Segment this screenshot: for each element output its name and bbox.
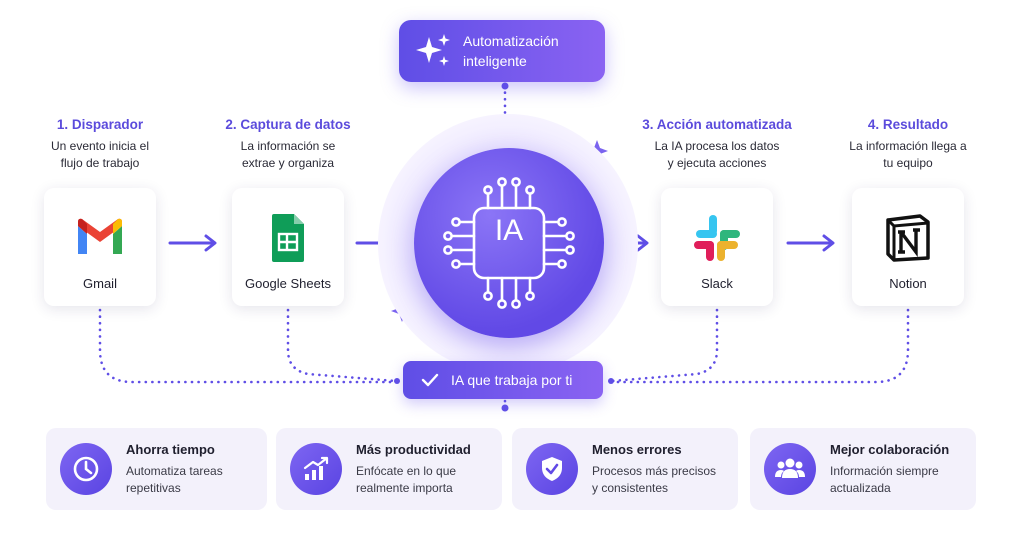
step-desc: La información se extrae y organiza — [240, 139, 336, 170]
google-sheets-icon — [272, 214, 304, 262]
sparkles-icon — [416, 34, 450, 66]
step-title: 3. Acción automatizada — [642, 117, 792, 132]
step-desc: La IA procesa los datos y ejecuta accion… — [654, 139, 780, 170]
benefit-title: Menos errores — [592, 441, 682, 457]
benefit-card: Menos errores Procesos más precisos y co… — [512, 428, 738, 510]
automation-banner-text: Automatización inteligente — [463, 33, 559, 69]
ia-works-banner-text: IA que trabaja por ti — [451, 372, 573, 388]
gmail-icon — [78, 218, 122, 254]
step-desc: Un evento inicia el flujo de trabajo — [50, 139, 150, 170]
check-icon — [421, 373, 439, 387]
step-title: 2. Captura de datos — [225, 117, 351, 132]
benefit-desc: Información siempre actualizada — [830, 463, 939, 495]
app-name: Notion — [889, 276, 927, 291]
benefit-desc: Procesos más precisos y consistentes — [592, 463, 717, 495]
benefit-title: Ahorra tiempo — [126, 441, 215, 457]
benefit-card: Mejor colaboración Información siempre a… — [750, 428, 976, 510]
google-sheets-card: Google Sheets — [232, 188, 344, 306]
arrow-right-icon — [786, 234, 835, 252]
step-title: 1. Disparador — [56, 117, 144, 132]
app-name: Slack — [701, 276, 733, 291]
benefit-desc: Enfócate en lo que realmente importa — [356, 463, 457, 495]
step-title: 4. Resultado — [867, 117, 949, 132]
step-desc: La información llega a tu equipo — [849, 139, 967, 170]
clock-icon — [60, 443, 112, 495]
benefit-desc: Automatiza tareas repetitivas — [126, 463, 223, 495]
slack-icon — [694, 215, 740, 261]
app-name: Gmail — [83, 276, 117, 291]
ia-works-banner: IA que trabaja por ti — [403, 361, 603, 399]
gmail-card: Gmail — [44, 188, 156, 306]
benefit-card: Más productividad Enfócate en lo que rea… — [276, 428, 502, 510]
slack-card: Slack — [661, 188, 773, 306]
benefit-title: Más productividad — [356, 441, 471, 457]
team-icon — [764, 443, 816, 495]
notion-card: Notion — [852, 188, 964, 306]
notion-icon — [886, 214, 930, 262]
shield-check-icon — [526, 443, 578, 495]
chart-growth-icon — [290, 443, 342, 495]
ia-label: IA — [494, 214, 524, 247]
arrow-right-icon — [168, 234, 217, 252]
app-name: Google Sheets — [244, 276, 331, 291]
ia-core — [414, 148, 604, 338]
automation-banner: Automatización inteligente — [399, 20, 605, 82]
chip-icon — [443, 177, 575, 309]
benefit-title: Mejor colaboración — [830, 441, 950, 457]
benefit-card: Ahorra tiempo Automatiza tareas repetiti… — [46, 428, 267, 510]
